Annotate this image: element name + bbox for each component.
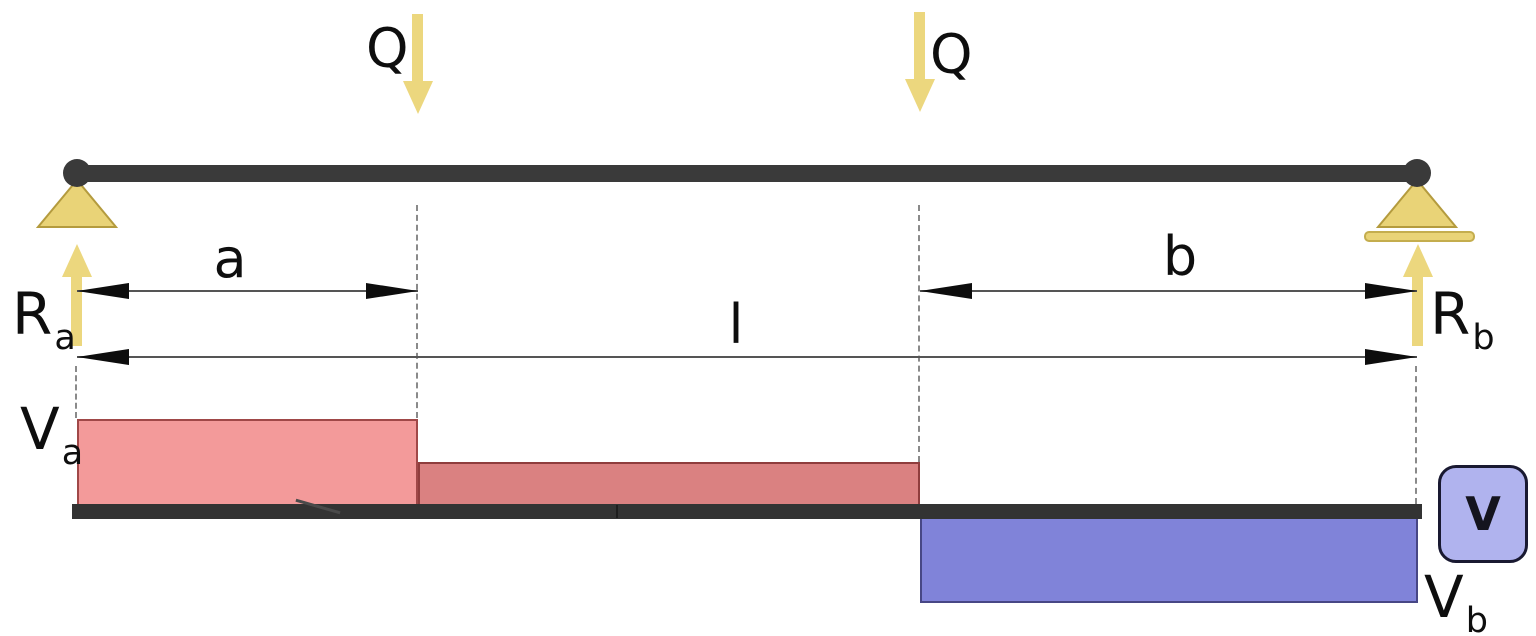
dimension-line-a	[77, 290, 418, 292]
shear-va-base: V	[20, 395, 60, 463]
reaction-a-sub: a	[54, 318, 76, 358]
shear-vb-base: V	[1424, 563, 1464, 631]
dimension-b-arrowhead-right	[1365, 283, 1417, 299]
pin-joint-left	[63, 159, 91, 187]
dimension-line-l	[77, 356, 1417, 358]
dimension-b-arrowhead-left	[920, 283, 972, 299]
dashed-line-support-b	[1415, 366, 1417, 504]
dashed-line-support-a	[75, 366, 77, 418]
roller-support-triangle-right	[1375, 178, 1459, 228]
dashed-line-load1	[416, 205, 418, 418]
load-label-1: Q	[366, 17, 409, 80]
load-arrow-1-head	[403, 81, 433, 114]
dimension-label-a: a	[213, 227, 247, 290]
dimension-a-arrowhead-right	[366, 283, 418, 299]
roller-plate-icon	[1364, 231, 1475, 242]
shear-label-vb: Vb	[1424, 568, 1488, 636]
load-arrow-2-head	[905, 79, 935, 112]
load-arrow-1-shaft	[412, 14, 423, 86]
shear-va-sub: a	[61, 433, 84, 473]
dimension-l-arrowhead-right	[1365, 349, 1417, 365]
dimension-label-b: b	[1162, 225, 1198, 288]
reaction-label-a: Ra	[12, 285, 76, 356]
shear-positive-segment-1	[77, 419, 418, 506]
shear-diagram-symbol: V	[1465, 487, 1501, 541]
reaction-arrow-a-head	[62, 244, 92, 277]
reaction-b-base: R	[1430, 280, 1471, 348]
dashed-line-load2	[918, 205, 920, 462]
dimension-a-arrowhead-left	[77, 283, 129, 299]
reaction-label-b: Rb	[1430, 285, 1495, 356]
load-arrow-2-shaft	[914, 12, 925, 82]
dimension-l-arrowhead-left	[77, 349, 129, 365]
shear-label-va: Va	[20, 400, 83, 471]
shear-diagram-symbol-box: V	[1438, 465, 1528, 563]
reaction-arrow-b-head	[1403, 244, 1433, 277]
axis-seam-mark	[616, 505, 618, 518]
shear-negative-segment	[920, 512, 1418, 603]
dimension-line-b	[920, 290, 1417, 292]
shear-vb-sub: b	[1465, 601, 1488, 636]
pin-joint-right	[1403, 159, 1431, 187]
load-label-2: Q	[930, 23, 973, 86]
reaction-a-base: R	[12, 280, 53, 348]
pinned-support-triangle-left	[35, 178, 119, 228]
reaction-arrow-a-shaft	[71, 274, 82, 346]
beam	[74, 165, 1422, 182]
reaction-arrow-b-shaft	[1412, 274, 1423, 346]
dimension-label-l: l	[728, 293, 744, 356]
shear-axis-bar	[72, 504, 1422, 519]
shear-positive-segment-2	[418, 462, 920, 506]
reaction-b-sub: b	[1472, 318, 1495, 358]
